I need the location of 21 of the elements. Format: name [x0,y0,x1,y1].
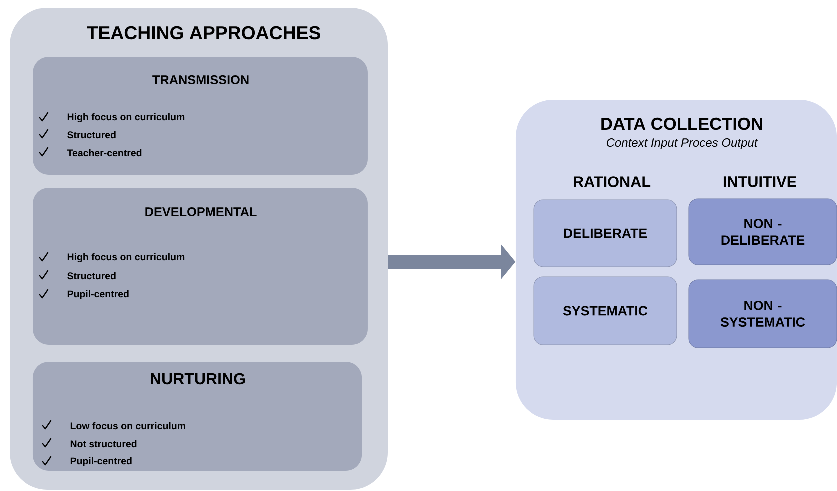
column-heading: INTUITIVE [724,176,796,188]
panel-title: DATA COLLECTION [602,118,762,130]
category-box: NON - DELIBERATE [688,198,837,266]
category-box: NON - SYSTEMATIC [688,280,837,348]
checklist-item: Structured [68,272,116,280]
subtitle: Context Input Proces Output [606,138,758,150]
column-heading: RATIONAL [574,176,651,188]
checklist-item: Not structured [70,440,137,448]
card-title: TRANSMISSION [152,76,249,84]
card-title: DEVELOPMENTAL [146,208,257,216]
category-box: SYSTEMATIC [534,276,678,346]
checklist-item: Pupil-centred [70,457,132,467]
checklist-item: High focus on curriculum [68,253,185,263]
checklist-item: Pupil-centred [68,290,129,300]
checklist-item: Structured [68,131,116,139]
panel-title: TEACHING APPROACHES [87,26,320,40]
checklist-item: High focus on curriculum [68,113,185,123]
card-title: NURTURING [151,373,245,385]
checklist-item: Low focus on curriculum [70,422,186,430]
checklist-item: Teacher-centred [67,149,142,157]
category-box: DELIBERATE [534,200,678,268]
